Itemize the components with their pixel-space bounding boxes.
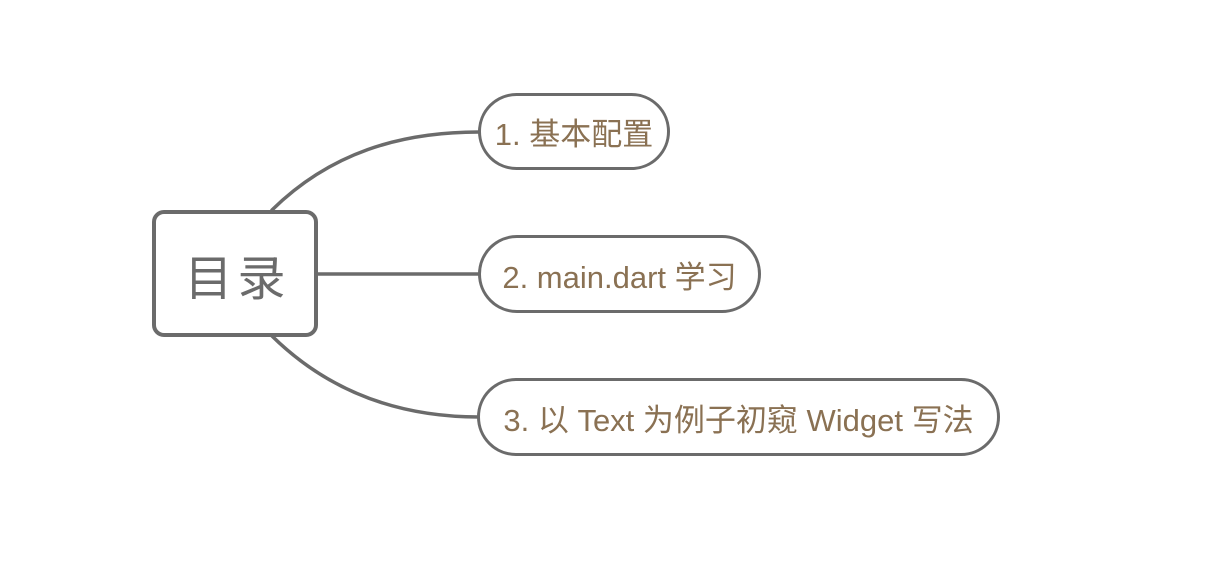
branch-node-3[interactable]: 3. 以 Text 为例子初窥 Widget 写法 [477, 378, 1000, 456]
branch-node-1-label: 1. 基本配置 [494, 117, 654, 152]
root-node[interactable]: 目录 [152, 210, 318, 337]
root-node-label: 目录 [184, 252, 291, 306]
branch-node-1[interactable]: 1. 基本配置 [478, 93, 670, 170]
connector-root-to-branch-3 [270, 334, 481, 419]
branch-node-2-label: 2. main.dart 学习 [502, 259, 737, 295]
branch-node-3-label: 3. 以 Text 为例子初窥 Widget 写法 [503, 402, 974, 438]
branch-node-2[interactable]: 2. main.dart 学习 [478, 235, 761, 313]
connector-root-to-branch-1 [270, 130, 481, 212]
